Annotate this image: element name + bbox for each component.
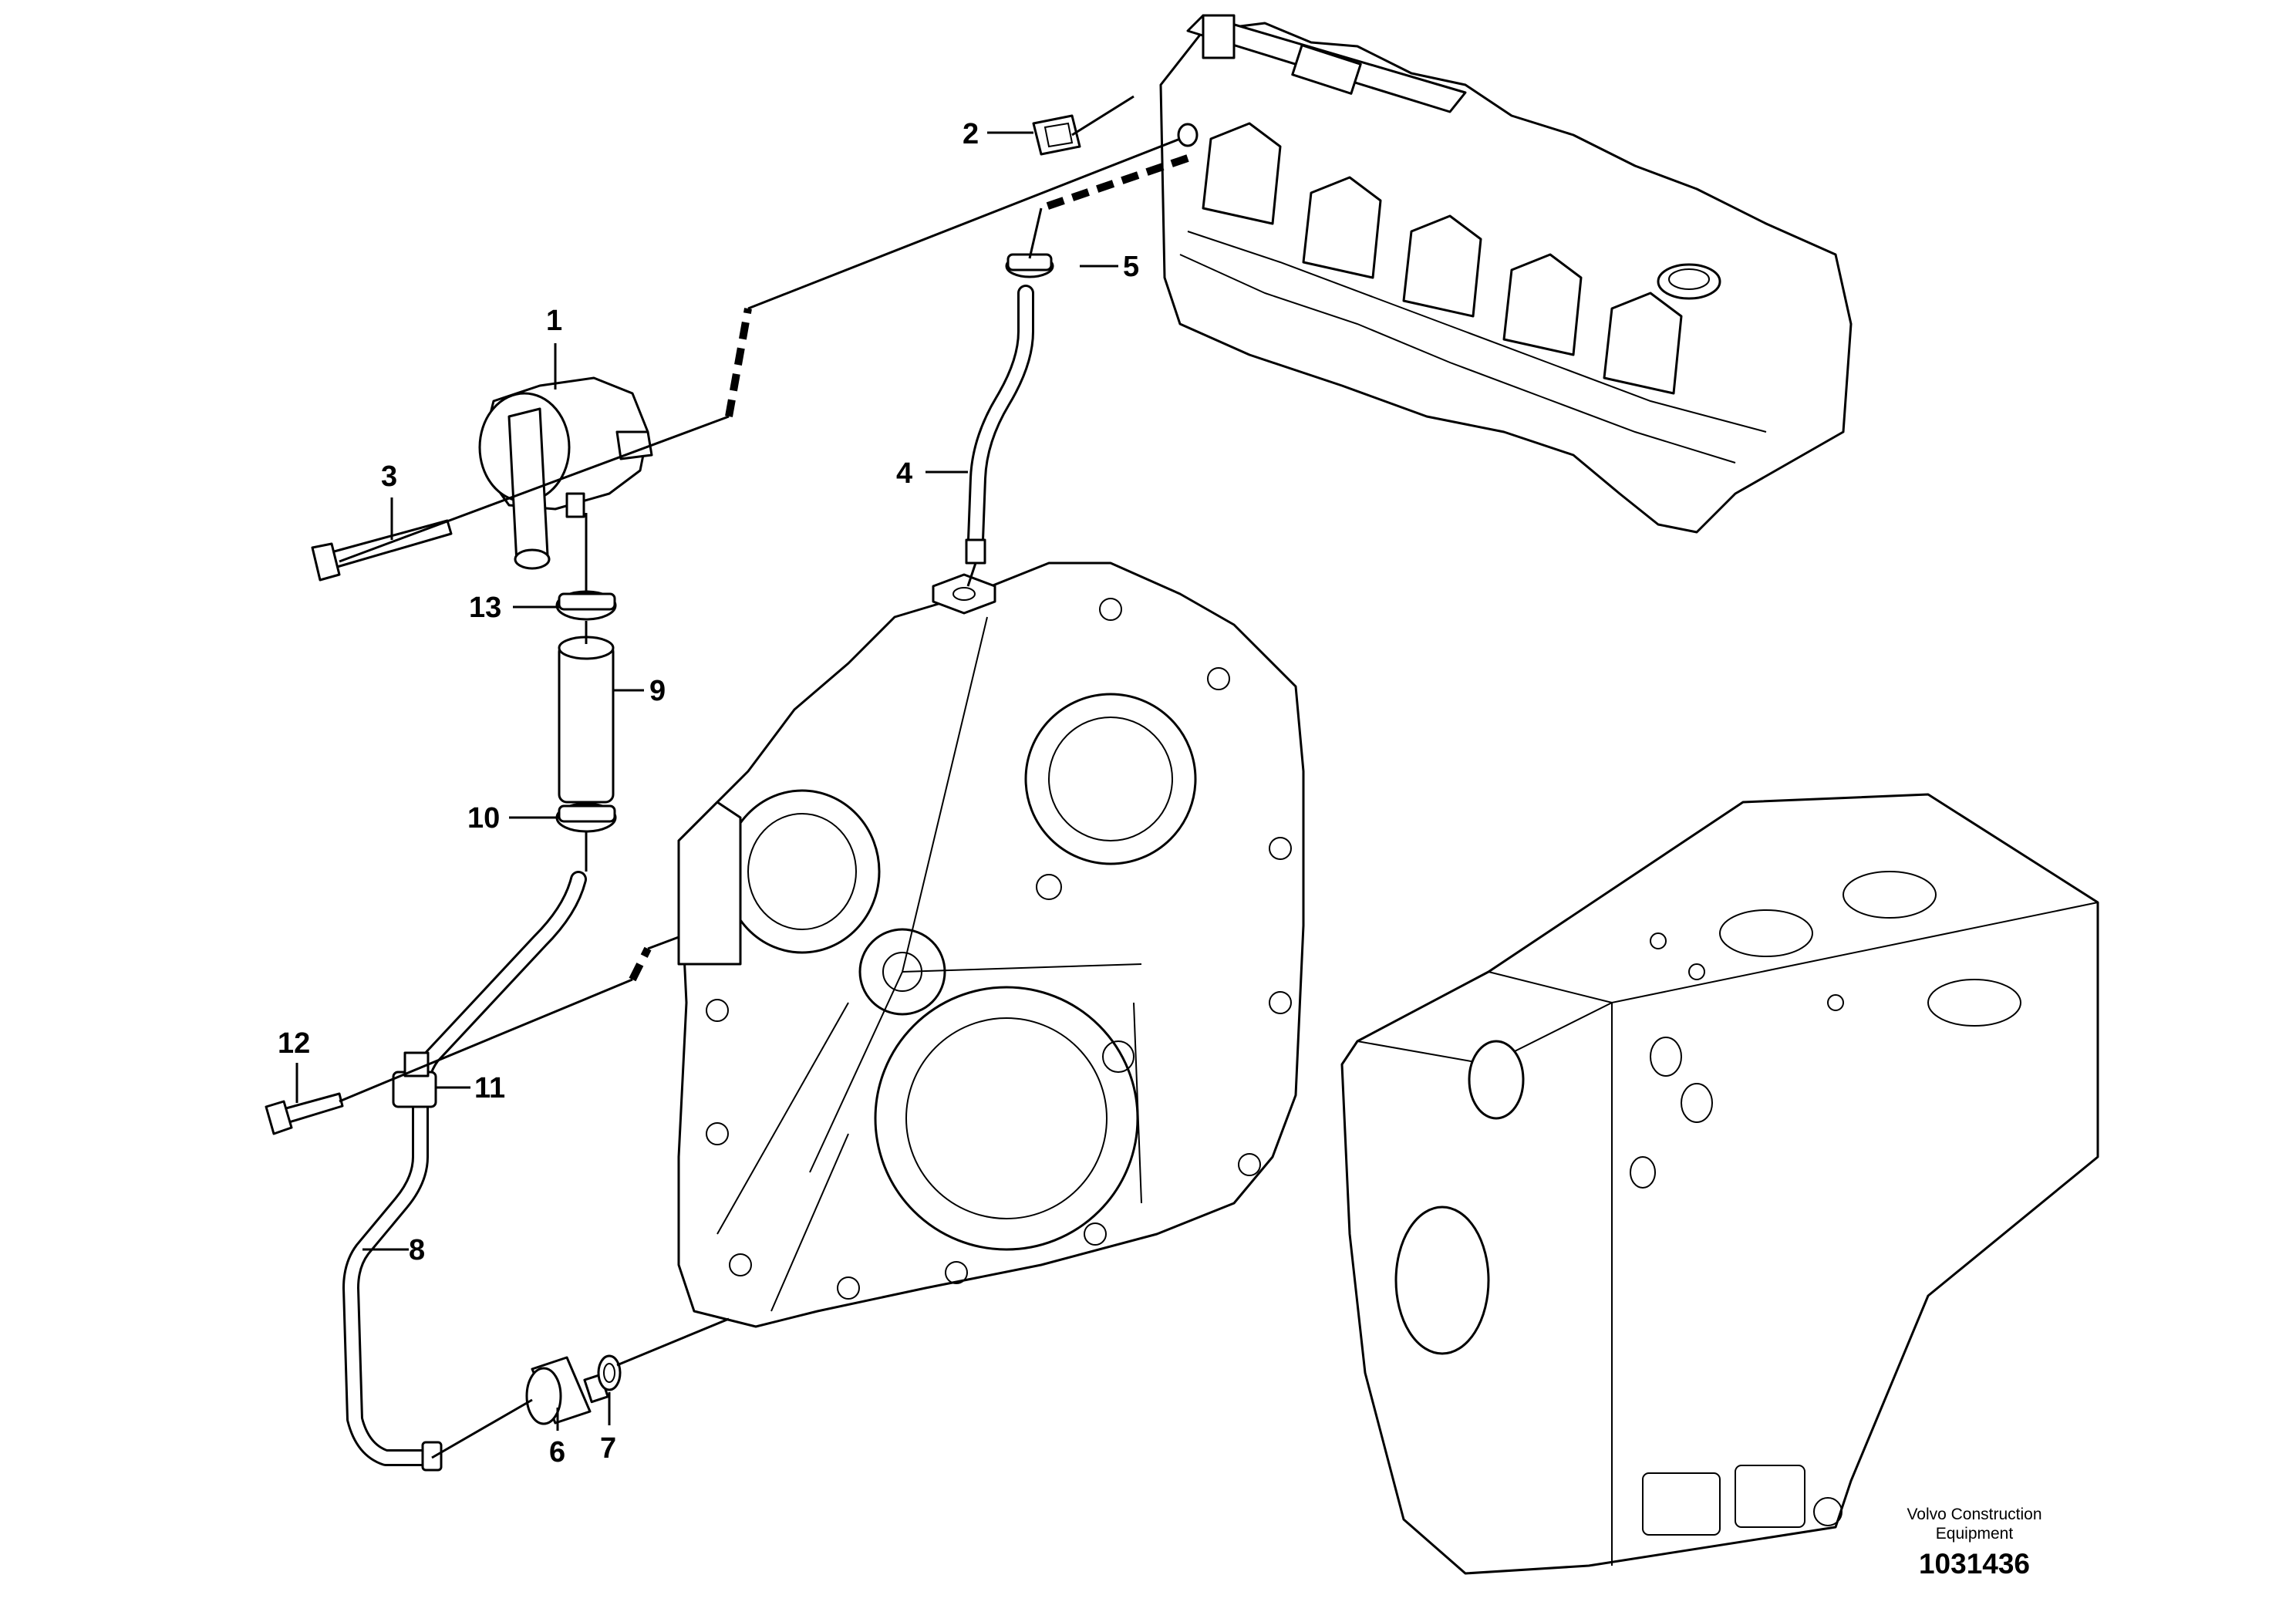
engine-block bbox=[1340, 793, 2099, 1575]
callout-3: 3 bbox=[381, 460, 397, 493]
callout-7: 7 bbox=[600, 1432, 616, 1465]
oil-separator bbox=[478, 376, 653, 570]
callout-11: 11 bbox=[474, 1072, 505, 1104]
callout-10: 10 bbox=[467, 802, 500, 835]
hose-9 bbox=[558, 636, 615, 804]
assembly-lines bbox=[339, 95, 1189, 1459]
callout-4: 4 bbox=[896, 457, 912, 490]
callout-1: 1 bbox=[546, 305, 562, 337]
brand-line-1: Volvo Construction bbox=[1907, 1506, 2041, 1523]
callout-5: 5 bbox=[1123, 251, 1139, 283]
bolt-12 bbox=[265, 1092, 344, 1135]
pipe-8 bbox=[342, 871, 587, 1472]
callout-leaders bbox=[295, 131, 1118, 1431]
bolt-3 bbox=[311, 519, 453, 582]
brand-line-2: Equipment bbox=[1936, 1525, 2014, 1543]
callout-6: 6 bbox=[549, 1436, 565, 1469]
seal-2 bbox=[1032, 114, 1081, 156]
valve-cover bbox=[1159, 14, 1853, 534]
hose-clamp-10 bbox=[555, 802, 617, 833]
fitting-6 bbox=[525, 1356, 609, 1425]
publisher-footer: Volvo Construction Equipment 1031436 bbox=[1907, 1506, 2041, 1580]
callout-13: 13 bbox=[469, 592, 501, 624]
callout-8: 8 bbox=[409, 1234, 425, 1266]
callout-12: 12 bbox=[278, 1027, 310, 1060]
washer-7 bbox=[597, 1354, 622, 1391]
hose-4 bbox=[965, 285, 1034, 565]
callout-9: 9 bbox=[649, 675, 666, 707]
timing-gear-cover bbox=[677, 561, 1305, 1328]
hose-clamp-13 bbox=[555, 590, 617, 621]
document-number: 1031436 bbox=[1919, 1548, 2030, 1580]
callout-2: 2 bbox=[963, 118, 979, 150]
